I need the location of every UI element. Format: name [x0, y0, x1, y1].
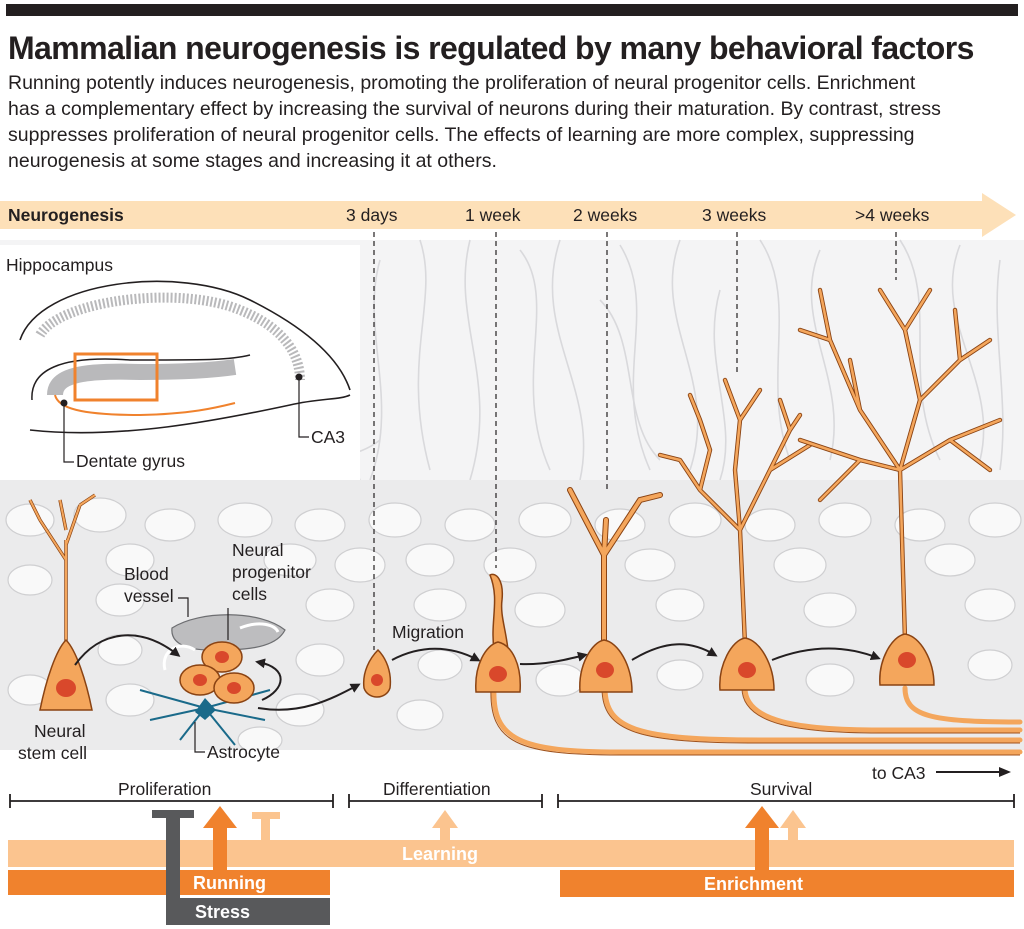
maturing-neuron: [657, 377, 881, 691]
lede-line: neurogenesis at some stages and increasi…: [8, 150, 497, 172]
top-rule: [6, 4, 1018, 16]
stress-inhibitor: [166, 810, 180, 900]
timeline-label: Neurogenesis: [8, 205, 124, 225]
differentiating-neuron: [567, 487, 718, 693]
arrow: [255, 658, 282, 701]
figure-lede: Running potently induces neurogenesis, p…: [8, 70, 1018, 174]
progenitor-niche: Blood vessel Neural progenitor cells Ast…: [74, 540, 361, 762]
stage-survival: Survival: [750, 779, 812, 799]
enrichment-label: Enrichment: [704, 874, 803, 894]
timeline-guides: [373, 232, 897, 650]
stage-differentiation: Differentiation: [383, 779, 491, 799]
astrocyte-body: [195, 698, 216, 720]
cell-bed-background: [0, 480, 1024, 770]
running-arrow: [213, 826, 227, 872]
astrocyte-label: Astrocyte: [207, 742, 280, 762]
lede-line: Running potently induces neurogenesis, p…: [8, 72, 916, 94]
mature-neuron: [797, 287, 1003, 686]
learning-arrow: [788, 826, 798, 844]
progenitor-label: Neural: [232, 540, 284, 560]
neurogenesis-timeline: Neurogenesis 3 days 1 week 2 weeks 3 wee…: [0, 193, 1016, 650]
immature-neuron: [475, 573, 588, 693]
stage-brackets: [9, 794, 1015, 808]
stage-proliferation: Proliferation: [118, 779, 211, 799]
timeline-mark: 3 weeks: [702, 205, 766, 225]
arrow: [257, 683, 361, 711]
dentate-gyrus-zoom-box: [73, 352, 159, 402]
stem-cell-label: stem cell: [18, 743, 87, 763]
migration-label: Migration: [392, 622, 464, 642]
to-ca3-indicator: to CA3: [872, 763, 1011, 783]
blood-vessel-label: vessel: [124, 586, 174, 606]
axon-outline: [490, 687, 1020, 756]
hippocampus-title: Hippocampus: [6, 255, 113, 275]
enrichment-band: [560, 870, 1014, 897]
factor-bands: Learning Running Enrichment Stress: [8, 806, 1014, 925]
ca3-label: CA3: [311, 427, 345, 447]
lede-line: has a complementary effect by increasing…: [8, 98, 941, 120]
learning-inhibitor: [261, 818, 270, 844]
timeline-mark: 1 week: [465, 205, 521, 225]
learning-arrow: [440, 826, 450, 844]
lede-line: suppresses proliferation of neural proge…: [8, 124, 915, 146]
blood-vessel-label: Blood: [124, 564, 169, 584]
progenitor-label: cells: [232, 584, 267, 604]
figure-title: Mammalian neurogenesis is regulated by m…: [8, 30, 974, 66]
axon-bundle: [491, 685, 1023, 755]
timeline-mark: 3 days: [346, 205, 398, 225]
timeline-mark: >4 weeks: [855, 205, 930, 225]
stress-band: [166, 898, 330, 925]
stem-cell-label: Neural: [34, 721, 86, 741]
enrichment-arrow: [755, 826, 769, 872]
to-ca3-label: to CA3: [872, 763, 926, 783]
running-label: Running: [193, 873, 266, 893]
hippocampus-inset: Hippocampus Dentate gyrus CA3: [0, 245, 360, 480]
dentate-gyrus-label: Dentate gyrus: [76, 451, 185, 471]
stress-label: Stress: [195, 902, 250, 922]
neural-stem-cell: Neural stem cell: [18, 493, 96, 763]
migrating-neuron: Migration: [362, 622, 481, 698]
progenitor-label: progenitor: [232, 562, 311, 582]
arrow: [74, 634, 181, 666]
learning-band: [8, 840, 1014, 867]
learning-label: Learning: [402, 844, 478, 864]
timeline-mark: 2 weeks: [573, 205, 637, 225]
